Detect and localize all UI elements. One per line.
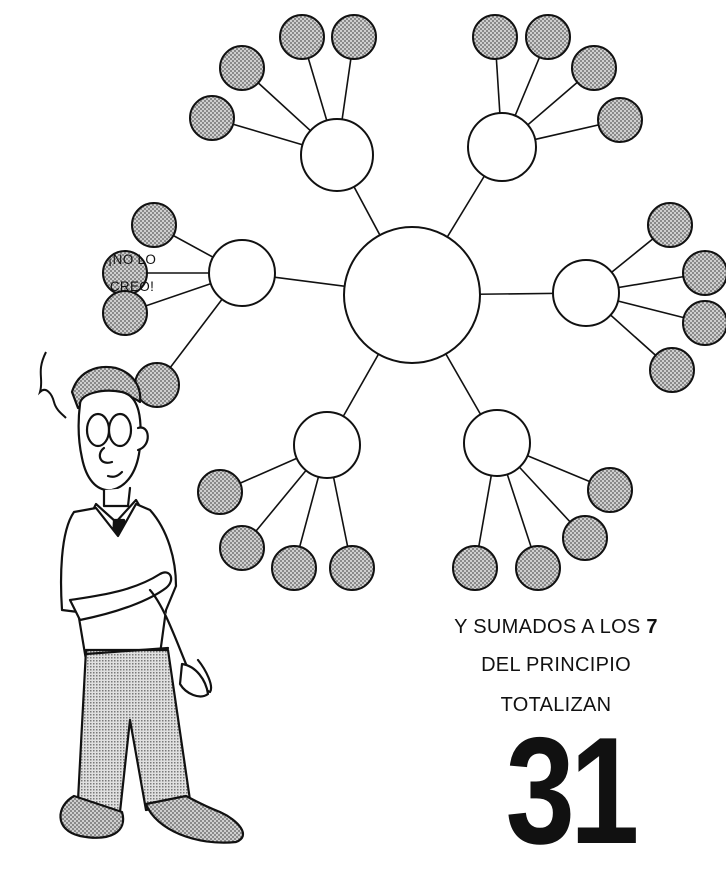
leaf-node (329, 545, 375, 591)
branch-node (552, 259, 620, 327)
leaf-node (331, 14, 377, 60)
leaf-node (131, 202, 177, 248)
leaf-node (649, 347, 695, 393)
branch-node (208, 239, 276, 307)
leaf-node (279, 14, 325, 60)
leaf-node (219, 525, 265, 571)
caption-line-1-prefix: Y SUMADOS A LOS (454, 616, 647, 638)
speech-line-1: ¡NO LO (107, 252, 157, 267)
leaf-node (102, 290, 148, 336)
branch-node (293, 411, 361, 479)
leaf-node (682, 250, 726, 296)
center-node (343, 226, 481, 364)
branch-node (467, 112, 537, 182)
leaf-node (682, 300, 726, 346)
leaf-node (562, 515, 608, 561)
branch-node (300, 118, 374, 192)
branch-node (463, 409, 531, 477)
leaf-node (271, 545, 317, 591)
leaf-node (472, 14, 518, 60)
leaf-node (597, 97, 643, 143)
caption-line-2: DEL PRINCIPIO (481, 654, 631, 676)
caption-line-1: Y SUMADOS A LOS 7 (406, 614, 706, 640)
caption-line-3: TOTALIZAN (500, 694, 612, 716)
cartoon-man-figure (59, 365, 244, 844)
leaf-node (647, 202, 693, 248)
speech-squiggle-icon (37, 351, 67, 419)
leaf-node (515, 545, 561, 591)
caption-number-seven: 7 (646, 616, 658, 638)
speech-line-2: CREO! (109, 279, 155, 294)
leaf-node (197, 469, 243, 515)
leaf-node (571, 45, 617, 91)
leaf-node (189, 95, 235, 141)
leaf-node (219, 45, 265, 91)
leaf-node (452, 545, 498, 591)
leaf-node (134, 362, 180, 408)
speech-bubble-text: ¡NO LO CREO! (92, 246, 172, 300)
mind-map-diagram (37, 14, 726, 844)
leaf-node (525, 14, 571, 60)
total-number: 31 (505, 706, 640, 876)
leaf-node (587, 467, 633, 513)
